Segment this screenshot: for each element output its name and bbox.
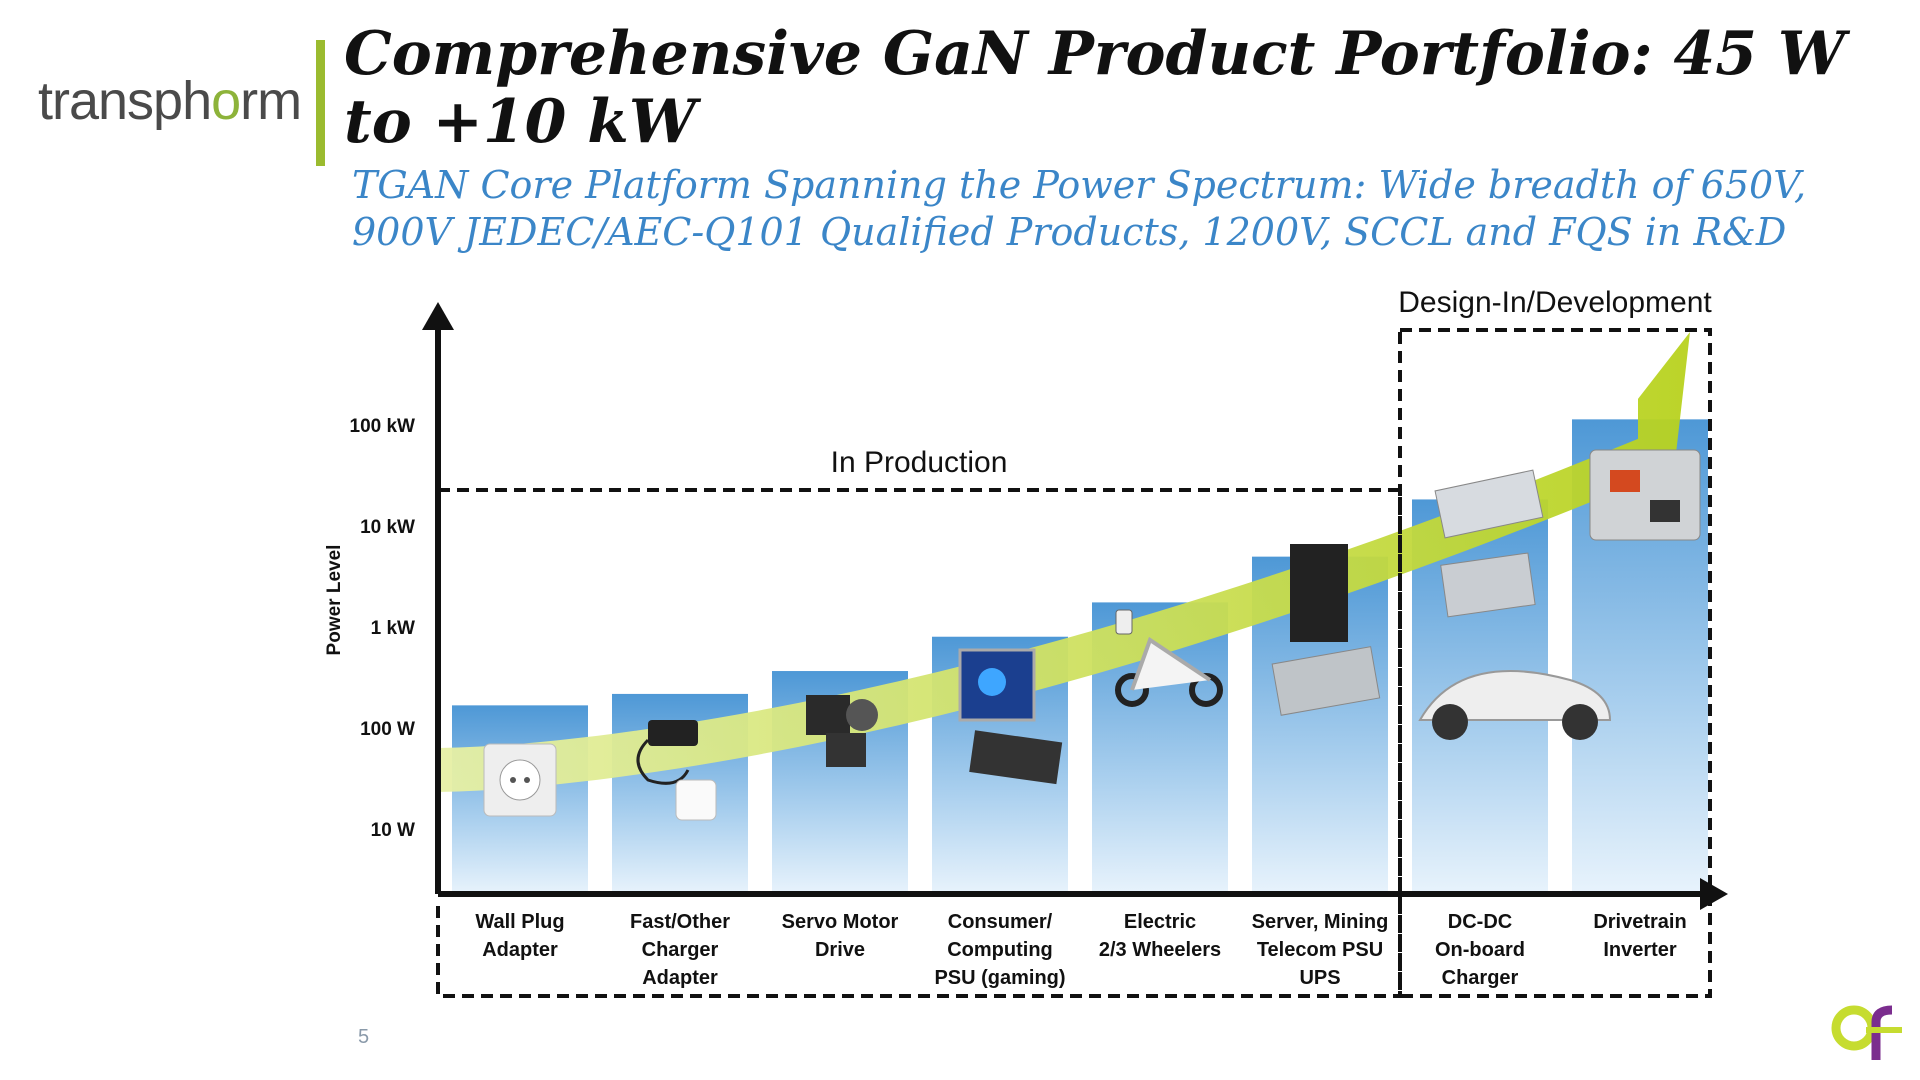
- y-tick-label: 100 W: [360, 719, 415, 740]
- gaming-pc-icon: [958, 648, 1063, 785]
- drivetrain-inverter-body: [1589, 449, 1701, 541]
- category-label-line: Consumer/: [948, 911, 1053, 933]
- transphorm-logo: transphorm: [38, 70, 302, 132]
- telecom-psu: [1271, 646, 1381, 716]
- inverter-connector: [1610, 470, 1640, 492]
- ups-tower: [1290, 544, 1348, 642]
- category-label-line: Servo Motor: [782, 911, 899, 933]
- corner-brand-icon: [1831, 1005, 1902, 1060]
- y-axis-label: Power Level: [324, 545, 345, 656]
- psu-module: [969, 730, 1063, 785]
- usb-charger-icon: [636, 720, 717, 821]
- logo-mark: o: [211, 71, 241, 131]
- category-label-line: Drivetrain: [1593, 911, 1686, 933]
- y-tick-label: 10 W: [371, 820, 415, 841]
- logo-text-1: transph: [38, 71, 212, 131]
- category-label-line: Charger: [1442, 967, 1519, 989]
- category-label-line: PSU (gaming): [934, 967, 1065, 989]
- y-tick-label: 100 kW: [350, 416, 416, 437]
- y-tick-label: 1 kW: [371, 618, 415, 639]
- ev-charger-post: [1115, 609, 1133, 635]
- category-label: Electric 2/3 Wheelers: [1099, 911, 1221, 961]
- psu-module-icon: [1115, 609, 1223, 707]
- inverter-capacitor: [1650, 500, 1680, 522]
- category-label-line: Drive: [815, 939, 865, 961]
- y-axis-arrowhead: [422, 302, 454, 330]
- sports-car-body: [1418, 670, 1612, 721]
- charger-brick: [648, 720, 698, 746]
- design-in-label: Design-In/Development: [1398, 286, 1712, 319]
- gaming-pc-fan: [978, 668, 1006, 696]
- car-wheel-rear: [1562, 704, 1598, 740]
- category-label-line: Server, Mining: [1252, 911, 1389, 933]
- slide-title: Comprehensive GaN Product Portfolio: 45 …: [344, 19, 1846, 157]
- category-label-line: On-board: [1435, 939, 1525, 961]
- car-wheel-front: [1432, 704, 1468, 740]
- wall-socket-pin: [510, 777, 516, 783]
- category-label-line: Inverter: [1603, 939, 1677, 961]
- ev-charger-icon: [1418, 469, 1612, 740]
- category-label-line: UPS: [1299, 967, 1340, 989]
- category-label-line: 2/3 Wheelers: [1099, 939, 1221, 961]
- category-label-line: Adapter: [482, 939, 558, 961]
- charger-cable: [636, 738, 690, 785]
- growth-arrow: [438, 332, 1690, 792]
- y-tick-label: 10 kW: [360, 517, 415, 538]
- logo-text-2: rm: [240, 71, 302, 131]
- onboard-charger: [1440, 552, 1536, 618]
- page-number: 5: [358, 1026, 370, 1048]
- wall-socket-face: [499, 759, 541, 801]
- category-label-line: DC-DC: [1448, 911, 1512, 933]
- servo-motor-icon: [806, 695, 878, 767]
- category-label-line: Electric: [1124, 911, 1196, 933]
- category-label-line: Telecom PSU: [1257, 939, 1383, 961]
- wall-socket-pin: [524, 777, 530, 783]
- category-label-line: Fast/Other: [630, 911, 730, 933]
- in-production-frame: [436, 488, 1402, 998]
- wall-socket-icon: [483, 743, 557, 817]
- servo-motor-body: [806, 695, 850, 735]
- category-label-line: Adapter: [642, 967, 718, 989]
- category-label-line: Computing: [947, 939, 1053, 961]
- category-label-line: Wall Plug: [475, 911, 564, 933]
- servo-motor-face: [846, 699, 878, 731]
- server-ups-icon: [1589, 449, 1701, 541]
- slide-subtitle: TGAN Core Platform Spanning the Power Sp…: [352, 163, 1807, 254]
- design-in-frame: [1398, 328, 1712, 998]
- usb-charger-body: [675, 779, 717, 821]
- dcdc-converter: [1434, 469, 1544, 539]
- x-axis-arrowhead: [1700, 878, 1728, 910]
- title-accent-bar: [316, 40, 325, 166]
- scooter-body: [1130, 636, 1212, 691]
- category-label-line: Charger: [642, 939, 719, 961]
- servo-motor-body-2: [826, 733, 866, 767]
- in-production-label: In Production: [831, 446, 1008, 479]
- e-scooter-icon: [1271, 544, 1381, 716]
- scooter-wheel-front: [1115, 673, 1149, 707]
